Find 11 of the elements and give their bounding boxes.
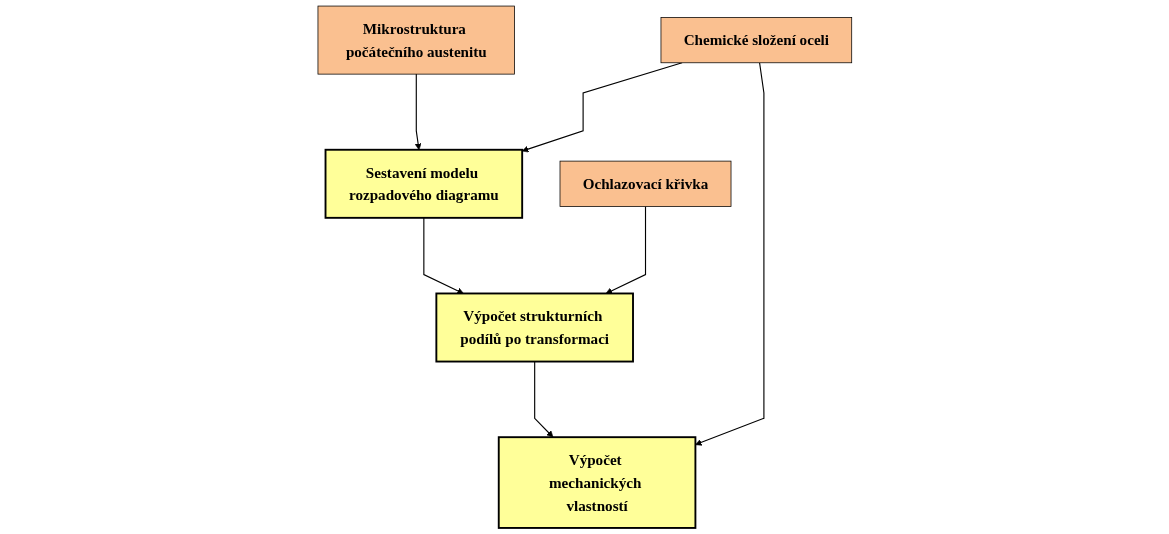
- node-box: Výpočet mechanických vlastností: [497, 436, 696, 529]
- node-box: Mikrostruktura počátečního austenitu: [317, 5, 515, 75]
- arrow: [422, 217, 464, 294]
- node-box: Výpočet strukturních podílů po transformaci: [435, 292, 634, 363]
- node-box: Ochlazovací křivka: [559, 160, 732, 207]
- node-box: Sestavení modelu rozpadového diagramu: [324, 148, 523, 219]
- arrow: [533, 361, 553, 438]
- arrow: [605, 205, 646, 294]
- arrow: [521, 62, 683, 153]
- arrow: [414, 73, 422, 151]
- node-box: Chemické složení oceli: [660, 17, 852, 64]
